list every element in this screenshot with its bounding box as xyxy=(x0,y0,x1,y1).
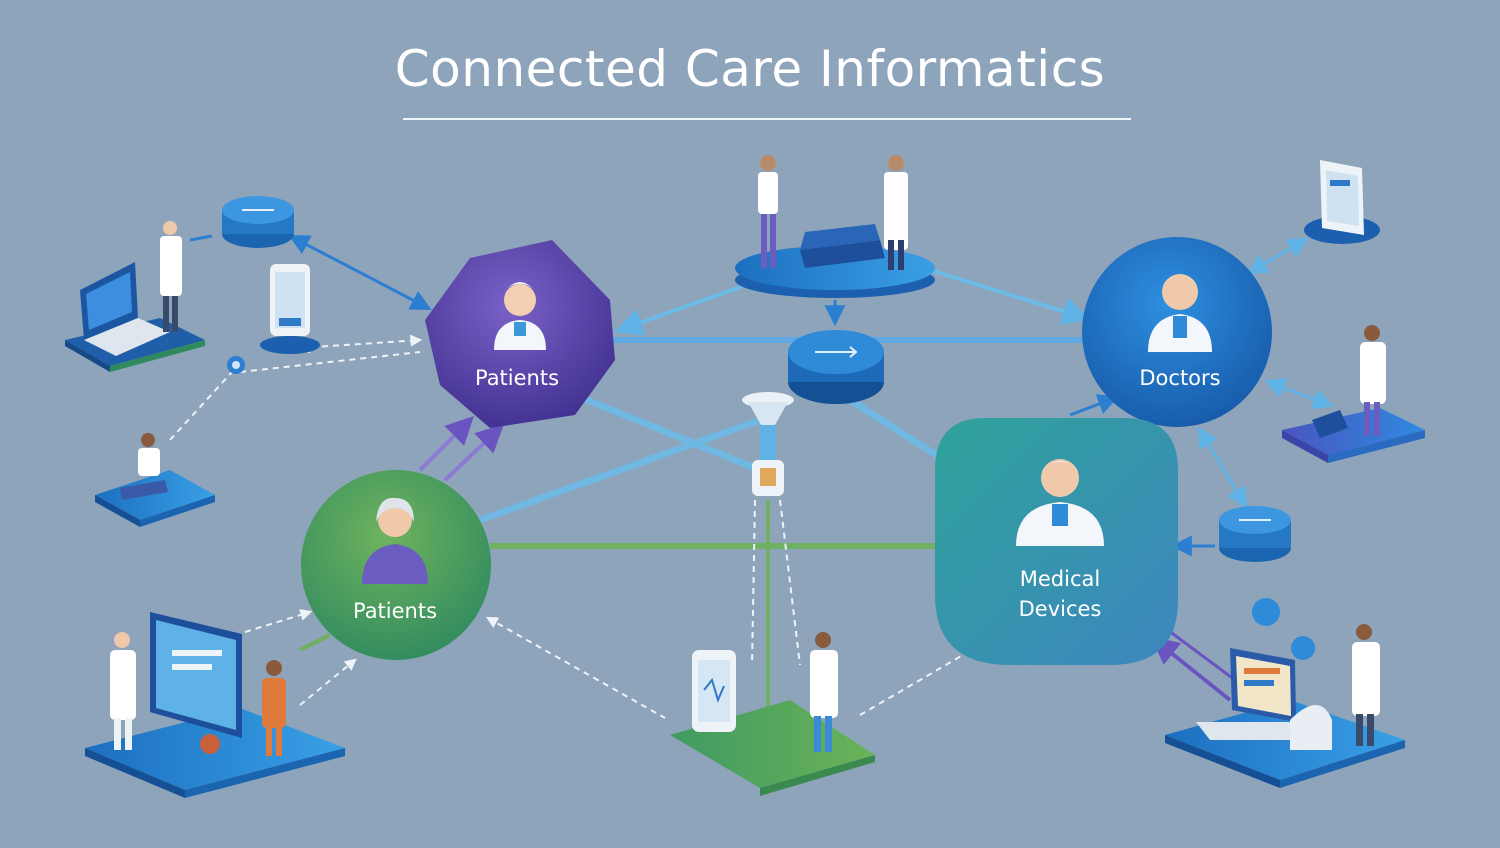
connector-tablet-patients xyxy=(297,334,423,354)
connector-bottom-top-patients-1 xyxy=(418,416,474,472)
hub-patients-bottom[interactable]: Patients xyxy=(301,470,491,660)
diagram-title: Connected Care Informatics xyxy=(394,40,1106,98)
bottom-left-screen-platform xyxy=(85,612,345,798)
connector-screen-patients xyxy=(244,609,313,633)
seated-patient-platform xyxy=(95,433,215,527)
patient-figure xyxy=(262,660,286,756)
connector-devices-laptop-2 xyxy=(1164,626,1236,682)
hub-doctors[interactable]: Doctors xyxy=(1082,237,1272,427)
top-center-platform xyxy=(735,155,935,298)
doctor-figure xyxy=(160,221,182,332)
connector-doctors-workstation xyxy=(1264,377,1334,410)
doctor-figure xyxy=(810,632,838,752)
connector-sync-patients xyxy=(288,235,432,310)
display-screen-icon xyxy=(150,612,242,738)
connector-green-stub xyxy=(299,633,331,652)
doctor-figure xyxy=(758,155,778,268)
tablet-icon xyxy=(260,264,320,354)
title-underline xyxy=(403,118,1131,120)
doctor-figure xyxy=(1360,325,1386,436)
left-laptop-platform xyxy=(65,221,205,372)
connector-node-patients xyxy=(239,351,421,373)
patient-avatar-icon xyxy=(494,282,546,350)
hub-label: Devices xyxy=(1019,597,1102,621)
hub-patients-top[interactable]: Patients xyxy=(425,240,615,428)
right-workstation-platform xyxy=(1282,325,1425,463)
doctor-avatar-icon xyxy=(1148,274,1212,352)
connector-platform-patients xyxy=(299,658,357,706)
connector-devices-doctors xyxy=(1069,394,1119,417)
dropper-icon xyxy=(742,392,794,496)
connector-bottom-top-patients-2 xyxy=(443,424,505,482)
patient-figure xyxy=(120,433,168,500)
sync-device-icon xyxy=(1219,506,1291,562)
connector-dropper-doctor xyxy=(779,499,801,666)
network-node-icon xyxy=(227,356,245,374)
connector-diagonal-1 xyxy=(573,391,762,474)
doctor-figure xyxy=(884,155,908,270)
patient-avatar-icon xyxy=(362,497,428,584)
floating-badge-icon xyxy=(1252,598,1280,626)
hub-label: Medical xyxy=(1020,567,1100,591)
connector-bottom-platform-devices xyxy=(859,643,983,716)
keyboard-icon xyxy=(1312,410,1348,438)
connector-to-top-platform xyxy=(614,278,761,336)
bottom-right-laptop-platform xyxy=(1165,598,1405,788)
connector-doctors-tablet xyxy=(1246,237,1309,275)
connector-top-platform-doctors xyxy=(929,268,1091,325)
hub-label: Doctors xyxy=(1139,366,1220,390)
sync-device-icon xyxy=(788,330,884,404)
connector-doctors-sync xyxy=(1197,426,1248,509)
tablet-icon xyxy=(1304,160,1380,244)
connector-diagonal-2 xyxy=(478,416,762,524)
doctor-figure xyxy=(110,632,136,750)
connector-seated-node xyxy=(169,371,233,441)
sync-device-icon xyxy=(222,196,294,248)
laptop-icon xyxy=(1196,648,1310,740)
bottom-center-platform xyxy=(670,632,875,796)
connector-dropper-tablet xyxy=(751,499,756,666)
floating-badge-icon xyxy=(1291,636,1315,660)
connector-devices-laptop-1 xyxy=(1150,636,1232,702)
medical-device-box xyxy=(800,240,885,268)
hub-medical-devices[interactable]: Medical Devices xyxy=(935,418,1178,665)
connector-patients-bottom-platform xyxy=(485,616,666,719)
doctor-figure xyxy=(1352,624,1380,746)
connectors xyxy=(169,234,1334,720)
hub-label: Patients xyxy=(475,366,559,390)
doctor-avatar-icon xyxy=(1016,459,1104,546)
connector-doctor-sync xyxy=(189,234,213,242)
tablet-icon xyxy=(692,650,736,732)
laptop-icon xyxy=(80,262,170,356)
device-scanner-icon xyxy=(1290,705,1332,750)
hub-label: Patients xyxy=(353,599,437,623)
ball-prop xyxy=(200,734,220,754)
